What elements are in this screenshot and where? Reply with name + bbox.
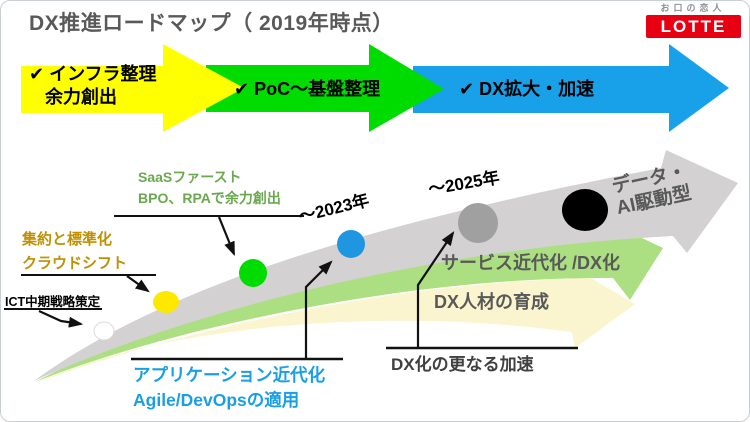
page-title: DX推進ロードマップ（ 2019年時点） xyxy=(29,12,394,35)
milestone-dot-ict xyxy=(93,321,115,341)
phase2-label: ✔ PoC～基盤整理 xyxy=(234,79,381,99)
app-label-line2: Agile/DevOpsの適用 xyxy=(133,390,300,410)
roadmap-band-yellow xyxy=(36,264,635,383)
milestone-dot-cloud xyxy=(153,291,179,313)
phase1-label-line2: 余力創出 xyxy=(45,87,117,107)
phase3-label: ✔ DX拡大・加速 xyxy=(459,79,595,99)
milestone-dot-app xyxy=(337,230,365,258)
phase-arrow-infra xyxy=(21,44,244,132)
milestone-dot-saas xyxy=(239,259,267,287)
phase1-label-line1: ✔ インフラ整理 xyxy=(29,64,157,84)
ict-label: ICT中期戦略策定 xyxy=(5,295,101,309)
phase-arrow-poc xyxy=(206,44,444,132)
saas-label-line2: BPO、RPAで余力創出 xyxy=(138,190,281,206)
saas-label-line1: SaaSファースト xyxy=(138,169,242,185)
talent-band-label: DX人材の育成 xyxy=(434,292,550,312)
cloud-leader-arrow xyxy=(126,275,150,293)
ict-leader-arrow xyxy=(38,309,84,328)
lotte-logo: LOTTE xyxy=(646,15,741,38)
cloud-label-line2: クラウドシフト xyxy=(22,255,128,272)
service-band-label: サービス近代化 /DX化 xyxy=(441,253,621,273)
roadmap-band-green xyxy=(35,212,663,382)
lotte-tagline: お口の恋人 xyxy=(660,3,726,13)
milestone-dot-accel xyxy=(458,203,498,243)
cloud-label-line1: 集約と標準化 xyxy=(22,231,113,248)
milestone-dot-dataai xyxy=(562,189,608,231)
saas-leader-arrow xyxy=(217,216,236,257)
accel-leader-arrow xyxy=(416,231,455,347)
roadmap-band-gray xyxy=(34,150,738,381)
accel-label: DX化の更なる加速 xyxy=(391,355,534,374)
app-label-line1: アプリケーション近代化 xyxy=(133,365,326,385)
phase-arrow-dx-expand xyxy=(413,44,729,132)
app-leader-arrow xyxy=(304,260,333,358)
